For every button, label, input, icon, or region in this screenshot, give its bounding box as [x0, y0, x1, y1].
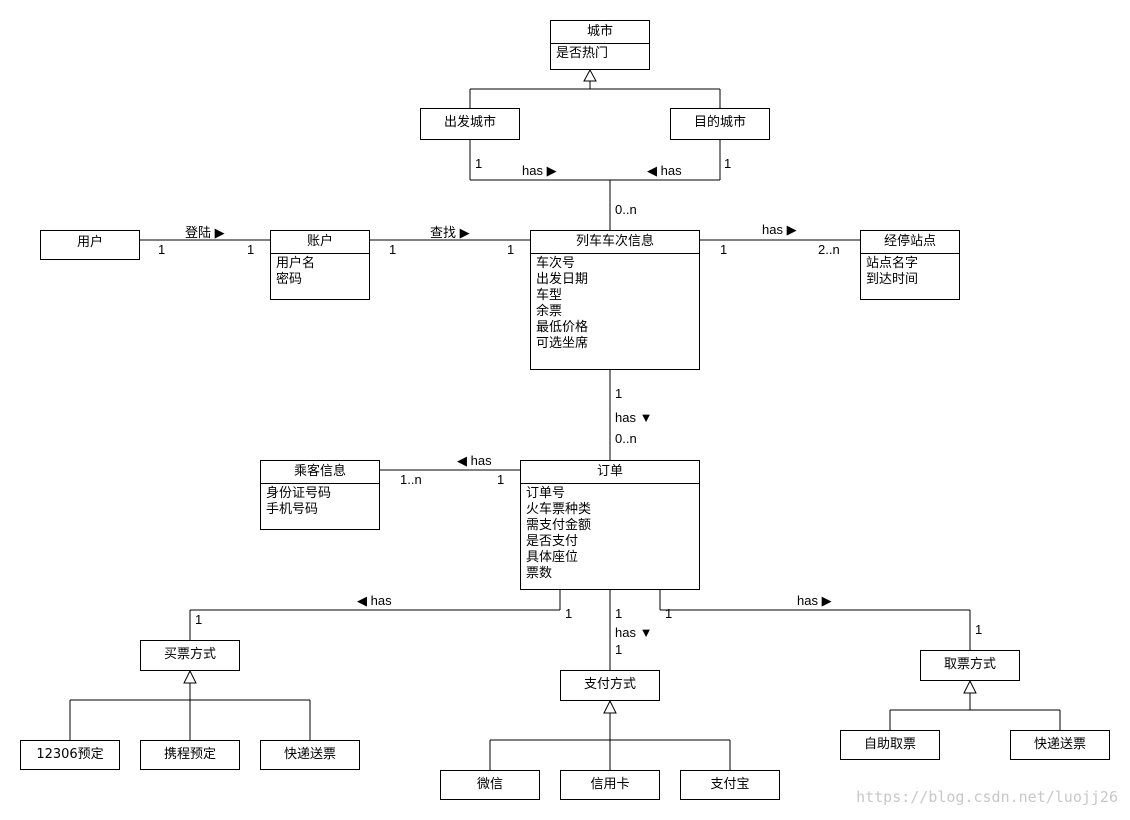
- class-name: 用户: [76, 235, 103, 250]
- multiplicity: 1: [158, 242, 166, 257]
- class-attribute: 车型: [536, 288, 563, 303]
- class-dest-city[interactable]: 目的城市: [670, 108, 770, 140]
- class-attribute: 手机号码: [266, 502, 319, 517]
- class-name: 城市: [551, 21, 649, 44]
- class-name: 列车车次信息: [531, 231, 699, 254]
- assoc-label-search: 查找 ▶: [430, 225, 470, 240]
- class-buy-method[interactable]: 买票方式: [140, 640, 240, 671]
- multiplicity: 1: [507, 242, 515, 257]
- class-attribute: 具体座位: [526, 550, 579, 565]
- assoc-label-order-has: has ▼: [615, 410, 653, 425]
- assoc-label-dest-has: ◀ has: [647, 163, 682, 178]
- class-attribute: 到达时间: [866, 272, 919, 287]
- multiplicity: 0..n: [615, 202, 637, 217]
- multiplicity: 1: [720, 242, 728, 257]
- class-alipay[interactable]: 支付宝: [680, 770, 780, 800]
- class-name: 经停站点: [861, 231, 959, 254]
- class-order[interactable]: 订单 订单号 火车票种类 需支付金额 是否支付 具体座位 票数: [520, 460, 700, 590]
- class-name: 订单: [521, 461, 699, 484]
- multiplicity: 1: [195, 612, 203, 627]
- multiplicity: 2..n: [818, 242, 840, 257]
- assoc-label-station-has: has ▶: [762, 222, 797, 237]
- assoc-label-pick-has: has ▶: [797, 593, 832, 608]
- multiplicity: 1: [975, 622, 983, 637]
- class-attribute: 可选坐席: [536, 336, 589, 351]
- class-attribute: 出发日期: [536, 272, 589, 287]
- multiplicity: 1: [665, 606, 673, 621]
- generalization-arrow: [583, 68, 597, 82]
- class-attribute: 是否热门: [556, 46, 609, 61]
- multiplicity: 1: [389, 242, 397, 257]
- generalization-arrow: [603, 699, 617, 714]
- multiplicity: 1..n: [400, 472, 422, 487]
- class-name: 买票方式: [163, 647, 216, 662]
- assoc-label-pay-has: has ▼: [615, 625, 653, 640]
- class-attribute: 订单号: [526, 486, 566, 501]
- multiplicity: 1: [497, 472, 505, 487]
- multiplicity: 1: [724, 156, 732, 171]
- class-name: 自助取票: [863, 737, 916, 752]
- generalization-arrow: [963, 679, 977, 694]
- class-name: 微信: [476, 777, 503, 792]
- assoc-label-login: 登陆 ▶: [185, 225, 225, 240]
- class-name: 取票方式: [943, 657, 996, 672]
- class-city[interactable]: 城市 是否热门: [550, 20, 650, 70]
- class-attribute: 用户名: [276, 256, 316, 271]
- class-name: 快递送票: [283, 747, 336, 762]
- multiplicity: 1: [615, 606, 623, 621]
- class-name: 乘客信息: [261, 461, 379, 484]
- class-pick-method[interactable]: 取票方式: [920, 650, 1020, 681]
- class-attribute: 余票: [536, 304, 563, 319]
- class-station[interactable]: 经停站点 站点名字 到达时间: [860, 230, 960, 300]
- class-train[interactable]: 列车车次信息 车次号 出发日期 车型 余票 最低价格 可选坐席: [530, 230, 700, 370]
- class-self-pickup[interactable]: 自助取票: [840, 730, 940, 760]
- class-passenger[interactable]: 乘客信息 身份证号码 手机号码: [260, 460, 380, 530]
- multiplicity: 1: [475, 156, 483, 171]
- multiplicity: 1: [247, 242, 255, 257]
- class-name: 账户: [271, 231, 369, 254]
- class-ctrip-booking[interactable]: 携程预定: [140, 740, 240, 770]
- class-name: 出发城市: [443, 115, 496, 130]
- multiplicity: 0..n: [615, 431, 637, 446]
- class-account[interactable]: 账户 用户名 密码: [270, 230, 370, 300]
- class-wechat[interactable]: 微信: [440, 770, 540, 800]
- watermark: https://blog.csdn.net/luojj26: [856, 788, 1118, 806]
- class-pay-method[interactable]: 支付方式: [560, 670, 660, 701]
- class-attribute: 票数: [526, 566, 553, 581]
- class-attribute: 火车票种类: [526, 502, 592, 517]
- generalization-arrow: [183, 669, 197, 684]
- multiplicity: 1: [615, 642, 623, 657]
- multiplicity: 1: [565, 606, 573, 621]
- class-attribute: 是否支付: [526, 534, 579, 549]
- class-name: 携程预定: [163, 747, 216, 762]
- multiplicity: 1: [615, 386, 623, 401]
- class-12306-booking[interactable]: 12306预定: [20, 740, 120, 770]
- class-attribute: 需支付金额: [526, 518, 592, 533]
- class-user[interactable]: 用户: [40, 230, 140, 260]
- class-name: 支付宝: [710, 777, 750, 792]
- class-attribute: 车次号: [536, 256, 576, 271]
- class-depart-city[interactable]: 出发城市: [420, 108, 520, 140]
- class-express-delivery[interactable]: 快递送票: [260, 740, 360, 770]
- assoc-label-depart-has: has ▶: [522, 163, 557, 178]
- class-name: 支付方式: [583, 677, 636, 692]
- assoc-label-passenger-has: ◀ has: [457, 453, 492, 468]
- class-attribute: 身份证号码: [266, 486, 332, 501]
- assoc-label-buy-has: ◀ has: [357, 593, 392, 608]
- class-name: 信用卡: [590, 777, 630, 792]
- class-attribute: 最低价格: [536, 320, 589, 335]
- class-attribute: 密码: [276, 272, 303, 287]
- class-attribute: 站点名字: [866, 256, 919, 271]
- class-name: 目的城市: [693, 115, 746, 130]
- class-credit-card[interactable]: 信用卡: [560, 770, 660, 800]
- class-name: 12306预定: [36, 747, 104, 762]
- class-name: 快递送票: [1033, 737, 1086, 752]
- class-express-delivery-pick[interactable]: 快递送票: [1010, 730, 1110, 760]
